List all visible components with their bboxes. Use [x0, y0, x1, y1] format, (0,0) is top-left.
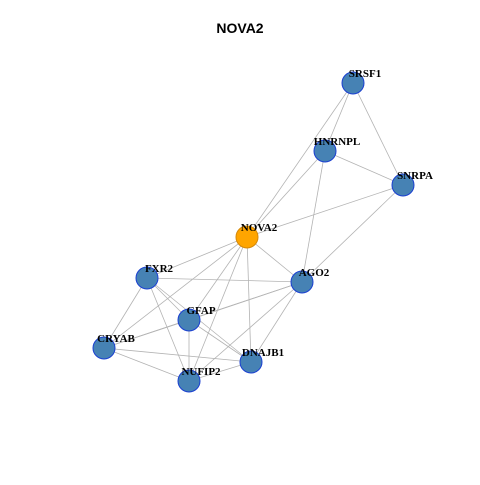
edge-snrpa-ago2 — [301, 184, 404, 283]
edge-hnrnpl-snrpa — [324, 150, 404, 186]
edge-srsf1-hnrnpl — [324, 82, 354, 152]
node-label-ago2: AGO2 — [299, 267, 330, 279]
edge-hnrnpl-nova2 — [246, 150, 326, 238]
node-hnrnpl[interactable] — [313, 139, 337, 163]
node-gfap[interactable] — [177, 308, 201, 332]
node-snrpa[interactable] — [391, 173, 415, 197]
node-label-nova2: NOVA2 — [241, 222, 278, 234]
edge-srsf1-snrpa — [352, 82, 404, 186]
edge-gfap-cryab — [103, 319, 190, 349]
node-srsf1[interactable] — [341, 71, 365, 95]
node-nufip2[interactable] — [177, 369, 201, 393]
edge-cryab-nufip2 — [103, 347, 190, 382]
node-ago2[interactable] — [290, 270, 314, 294]
node-fxr2[interactable] — [135, 266, 159, 290]
edge-gfap-dnajb1 — [188, 319, 252, 363]
edge-hnrnpl-ago2 — [301, 150, 326, 283]
edge-ago2-nufip2 — [188, 281, 303, 382]
edge-nova2-fxr2 — [146, 236, 248, 279]
edge-nova2-gfap — [188, 236, 248, 321]
edge-fxr2-ago2 — [146, 277, 303, 283]
node-label-srsf1: SRSF1 — [349, 68, 381, 80]
node-label-nufip2: NUFIP2 — [181, 366, 221, 378]
node-label-snrpa: SNRPA — [397, 170, 433, 182]
node-layer — [92, 71, 415, 393]
node-label-dnajb1: DNAJB1 — [242, 347, 284, 359]
node-cryab[interactable] — [92, 336, 116, 360]
edge-nova2-ago2 — [246, 236, 303, 283]
node-label-hnrnpl: HNRNPL — [314, 136, 360, 148]
node-label-gfap: GFAP — [186, 305, 215, 317]
node-label-fxr2: FXR2 — [145, 263, 174, 275]
node-dnajb1[interactable] — [239, 350, 263, 374]
node-label-cryab: CRYAB — [97, 333, 135, 345]
graph-title: NOVA2 — [216, 20, 264, 36]
edge-srsf1-nova2 — [246, 82, 354, 238]
edge-nova2-cryab — [103, 236, 248, 349]
edge-fxr2-nufip2 — [146, 277, 190, 382]
edge-cryab-dnajb1 — [103, 347, 252, 363]
node-nova2[interactable] — [235, 225, 259, 249]
edge-snrpa-nova2 — [246, 184, 404, 238]
edge-fxr2-cryab — [103, 277, 148, 349]
edge-ago2-dnajb1 — [250, 281, 303, 363]
